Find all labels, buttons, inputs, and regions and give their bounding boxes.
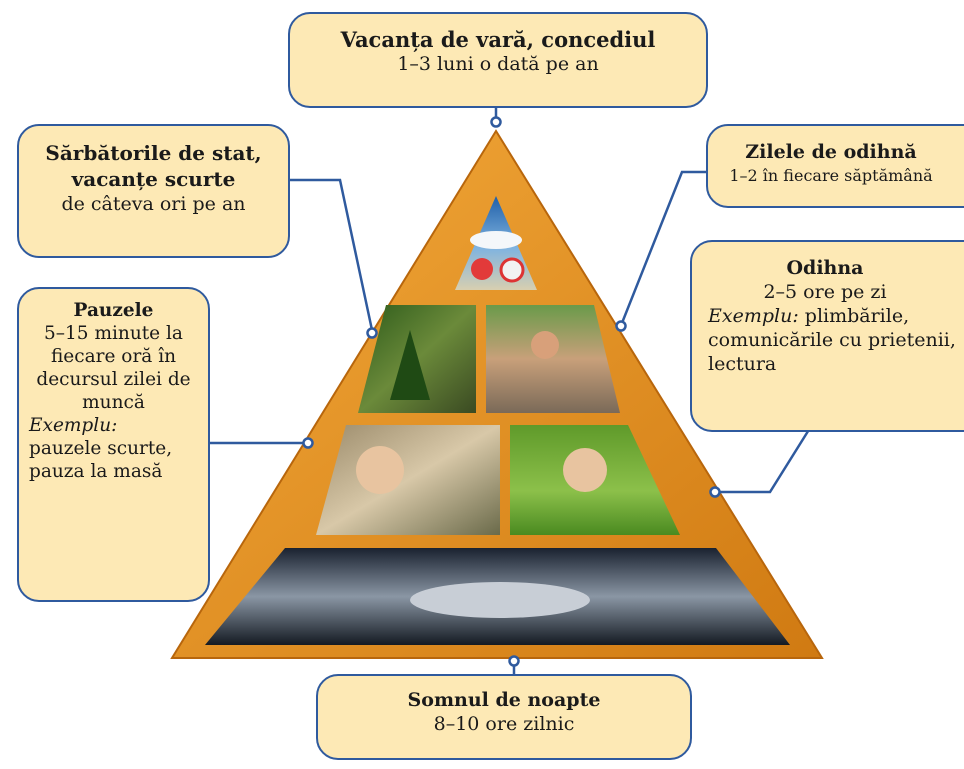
box-left2-subtitle: 5–15 minute la fiecare oră în decursul z… [36,323,191,413]
box-right2-subtitle: 2–5 ore pe zi [763,281,887,303]
box-left2-title: Pauzele [73,300,154,321]
box-bottom-title: Somnul de noapte [407,689,601,711]
box-right2-example: Exemplu: plimbările, comunicările cu pri… [692,304,958,376]
photo-beach-ball-left [471,258,493,280]
photo-beach-ball-right [499,257,525,283]
photo-girl-eating [316,425,500,535]
box-right1-title: Zilele de odihnă [745,141,917,163]
connector-dot-right1 [615,320,627,332]
photo-christmas-tree-shape [390,330,430,400]
box-top-subtitle: 1–3 luni o dată pe an [397,53,599,75]
box-public-holidays: Sărbătorile de stat, vacanțe scurte de c… [17,124,290,258]
box-night-sleep: Somnul de noapte 8–10 ore zilnic [316,674,692,760]
connector-dot-right2 [709,486,721,498]
photo-sleeping-figure [410,582,590,618]
box-left2-example-text: pauzele scurte, pauza la masă [29,438,173,482]
box-right2-example-label: Exemplu: [708,305,799,327]
connector-right2 [718,427,812,494]
box-left1-subtitle: de câteva ori pe an [61,193,246,215]
photo-girl-reading-face [563,448,607,492]
connector-dot-top [490,116,502,128]
box-top-title: Vacanța de vară, concediul [340,27,656,52]
photo-family-figure [531,331,559,359]
box-left1-title: Sărbătorile de stat, vacanțe scurte [45,141,262,191]
connector-left1 [290,178,374,331]
box-days-off: Zilele de odihnă 1–2 în fiecare săptămân… [706,124,964,208]
photo-family-beach [486,305,620,413]
box-bottom-subtitle: 8–10 ore zilnic [433,713,575,735]
connector-dot-bottom [508,655,520,667]
box-right1-subtitle: 1–2 în fiecare săptămână [729,166,933,185]
photo-beach-cloud [470,231,522,249]
box-right2-title: Odihna [786,257,864,279]
box-breaks: Pauzele 5–15 minute la fiecare oră în de… [17,287,210,602]
box-right2-example-text: plimbările, comunicările cu prietenii, l… [708,305,956,375]
box-summer-vacation: Vacanța de vară, concediul 1–3 luni o da… [288,12,708,108]
photo-girl-eating-face [356,446,404,494]
box-left2-example: Exemplu:pauzele scurte, pauza la masă [19,414,208,483]
connector-dot-left1 [366,327,378,339]
box-left2-example-label: Exemplu: [29,415,118,436]
connector-dot-left2 [302,437,314,449]
box-rest: Odihna 2–5 ore pe zi Exemplu: plimbările… [690,240,964,432]
connector-right1 [620,170,706,324]
